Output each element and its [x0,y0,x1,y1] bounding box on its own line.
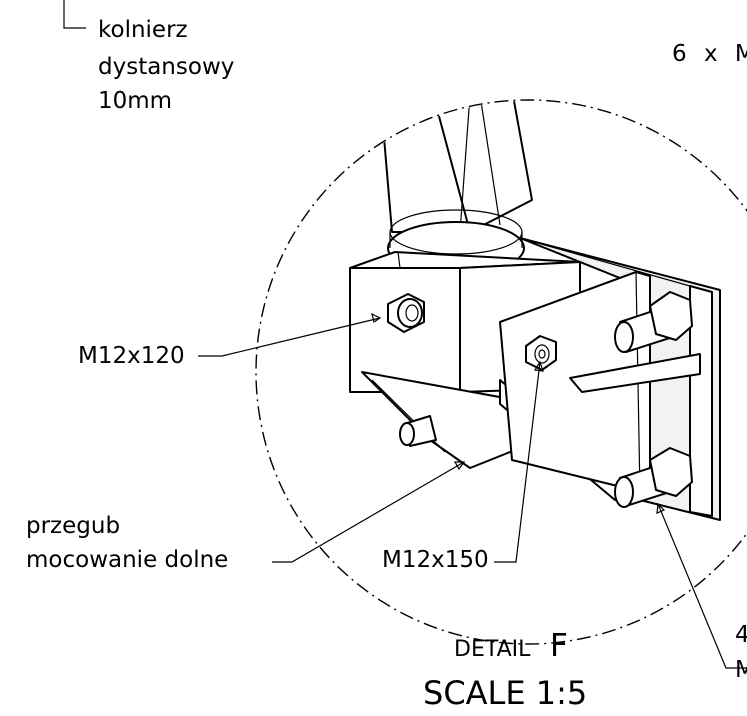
detail-circle [255,99,747,645]
support-tubes [379,101,533,233]
detail-scale: SCALE 1:5 [423,674,587,712]
leader-lines [63,0,747,669]
label-flange-line2: dystansowy [98,54,234,80]
leader-flange [63,0,86,29]
svg-text:10mm: 10mm [98,88,172,114]
label-joint-line1: przegub [26,513,120,539]
bolt-lower-right [614,447,693,508]
label-bolt-count: 6 x M [672,41,747,67]
bolt-upper-right [614,291,693,353]
leader-right-bolt [657,503,747,669]
label-flange-line3: 10mm [98,88,172,114]
label-m12x120: M12x120 [78,343,185,369]
leader-joint [272,461,465,563]
bolt-m12x120 [387,293,425,333]
label-flange-line1: kolnierz [98,17,188,43]
nut-m12x150 [525,335,557,371]
wedge-tab [569,353,701,393]
svg-text:dystansowy: dystansowy [98,54,234,80]
svg-text:kolnierz: kolnierz [98,17,188,43]
assembly-drawing [349,101,721,521]
bolt-stub-lower [399,415,437,447]
detail-title-letter: F [550,628,568,664]
leader-m12x150 [494,361,541,563]
label-right-cut-1: 4 [735,622,747,648]
detail-title-prefix: DETAIL [454,637,531,662]
label-joint-line2: mocowanie dolne [26,547,228,573]
label-right-cut-2: M [735,657,747,683]
label-m12x150: M12x150 [382,547,489,573]
leader-m12x120 [198,317,381,357]
